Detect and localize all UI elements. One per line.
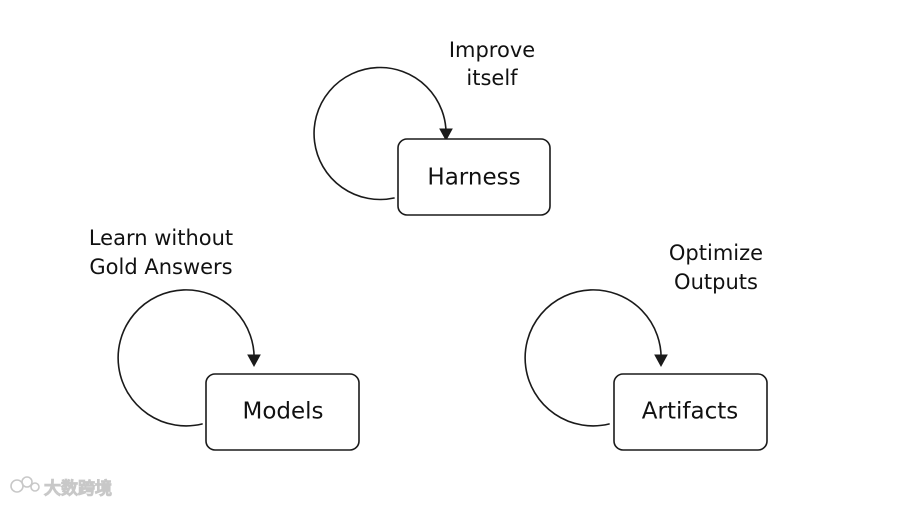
artifacts-self-loop-arrowhead [654,354,668,368]
artifacts-label: Artifacts [642,399,738,425]
watermark-logo-icon [10,476,40,493]
artifacts-box [613,373,768,451]
models-self-loop-arc [117,289,255,427]
artifacts-caption-line-2: Outputs [674,270,758,294]
harness-self-loop-arrowhead [439,128,453,142]
harness-label: Harness [427,165,520,191]
harness-node: Harness Improve itself [313,38,551,216]
models-caption-line-2: Gold Answers [89,255,232,279]
artifacts-node: Artifacts Optimize Outputs [524,241,768,451]
artifacts-self-loop-arc [524,289,662,427]
harness-caption-line-2: itself [466,66,518,90]
models-node: Models Learn without Gold Answers [89,226,360,451]
harness-caption-line-1: Improve [449,38,535,62]
harness-box [397,138,551,216]
models-self-loop-arrowhead [247,354,261,368]
models-box [205,373,360,451]
models-label: Models [242,399,323,425]
harness-self-loop-arc [313,66,447,201]
artifacts-caption-line-1: Optimize [669,241,763,265]
models-caption-line-1: Learn without [89,226,233,250]
watermark: 大数跨境 [10,476,112,499]
watermark-text: 大数跨境 [44,478,112,499]
